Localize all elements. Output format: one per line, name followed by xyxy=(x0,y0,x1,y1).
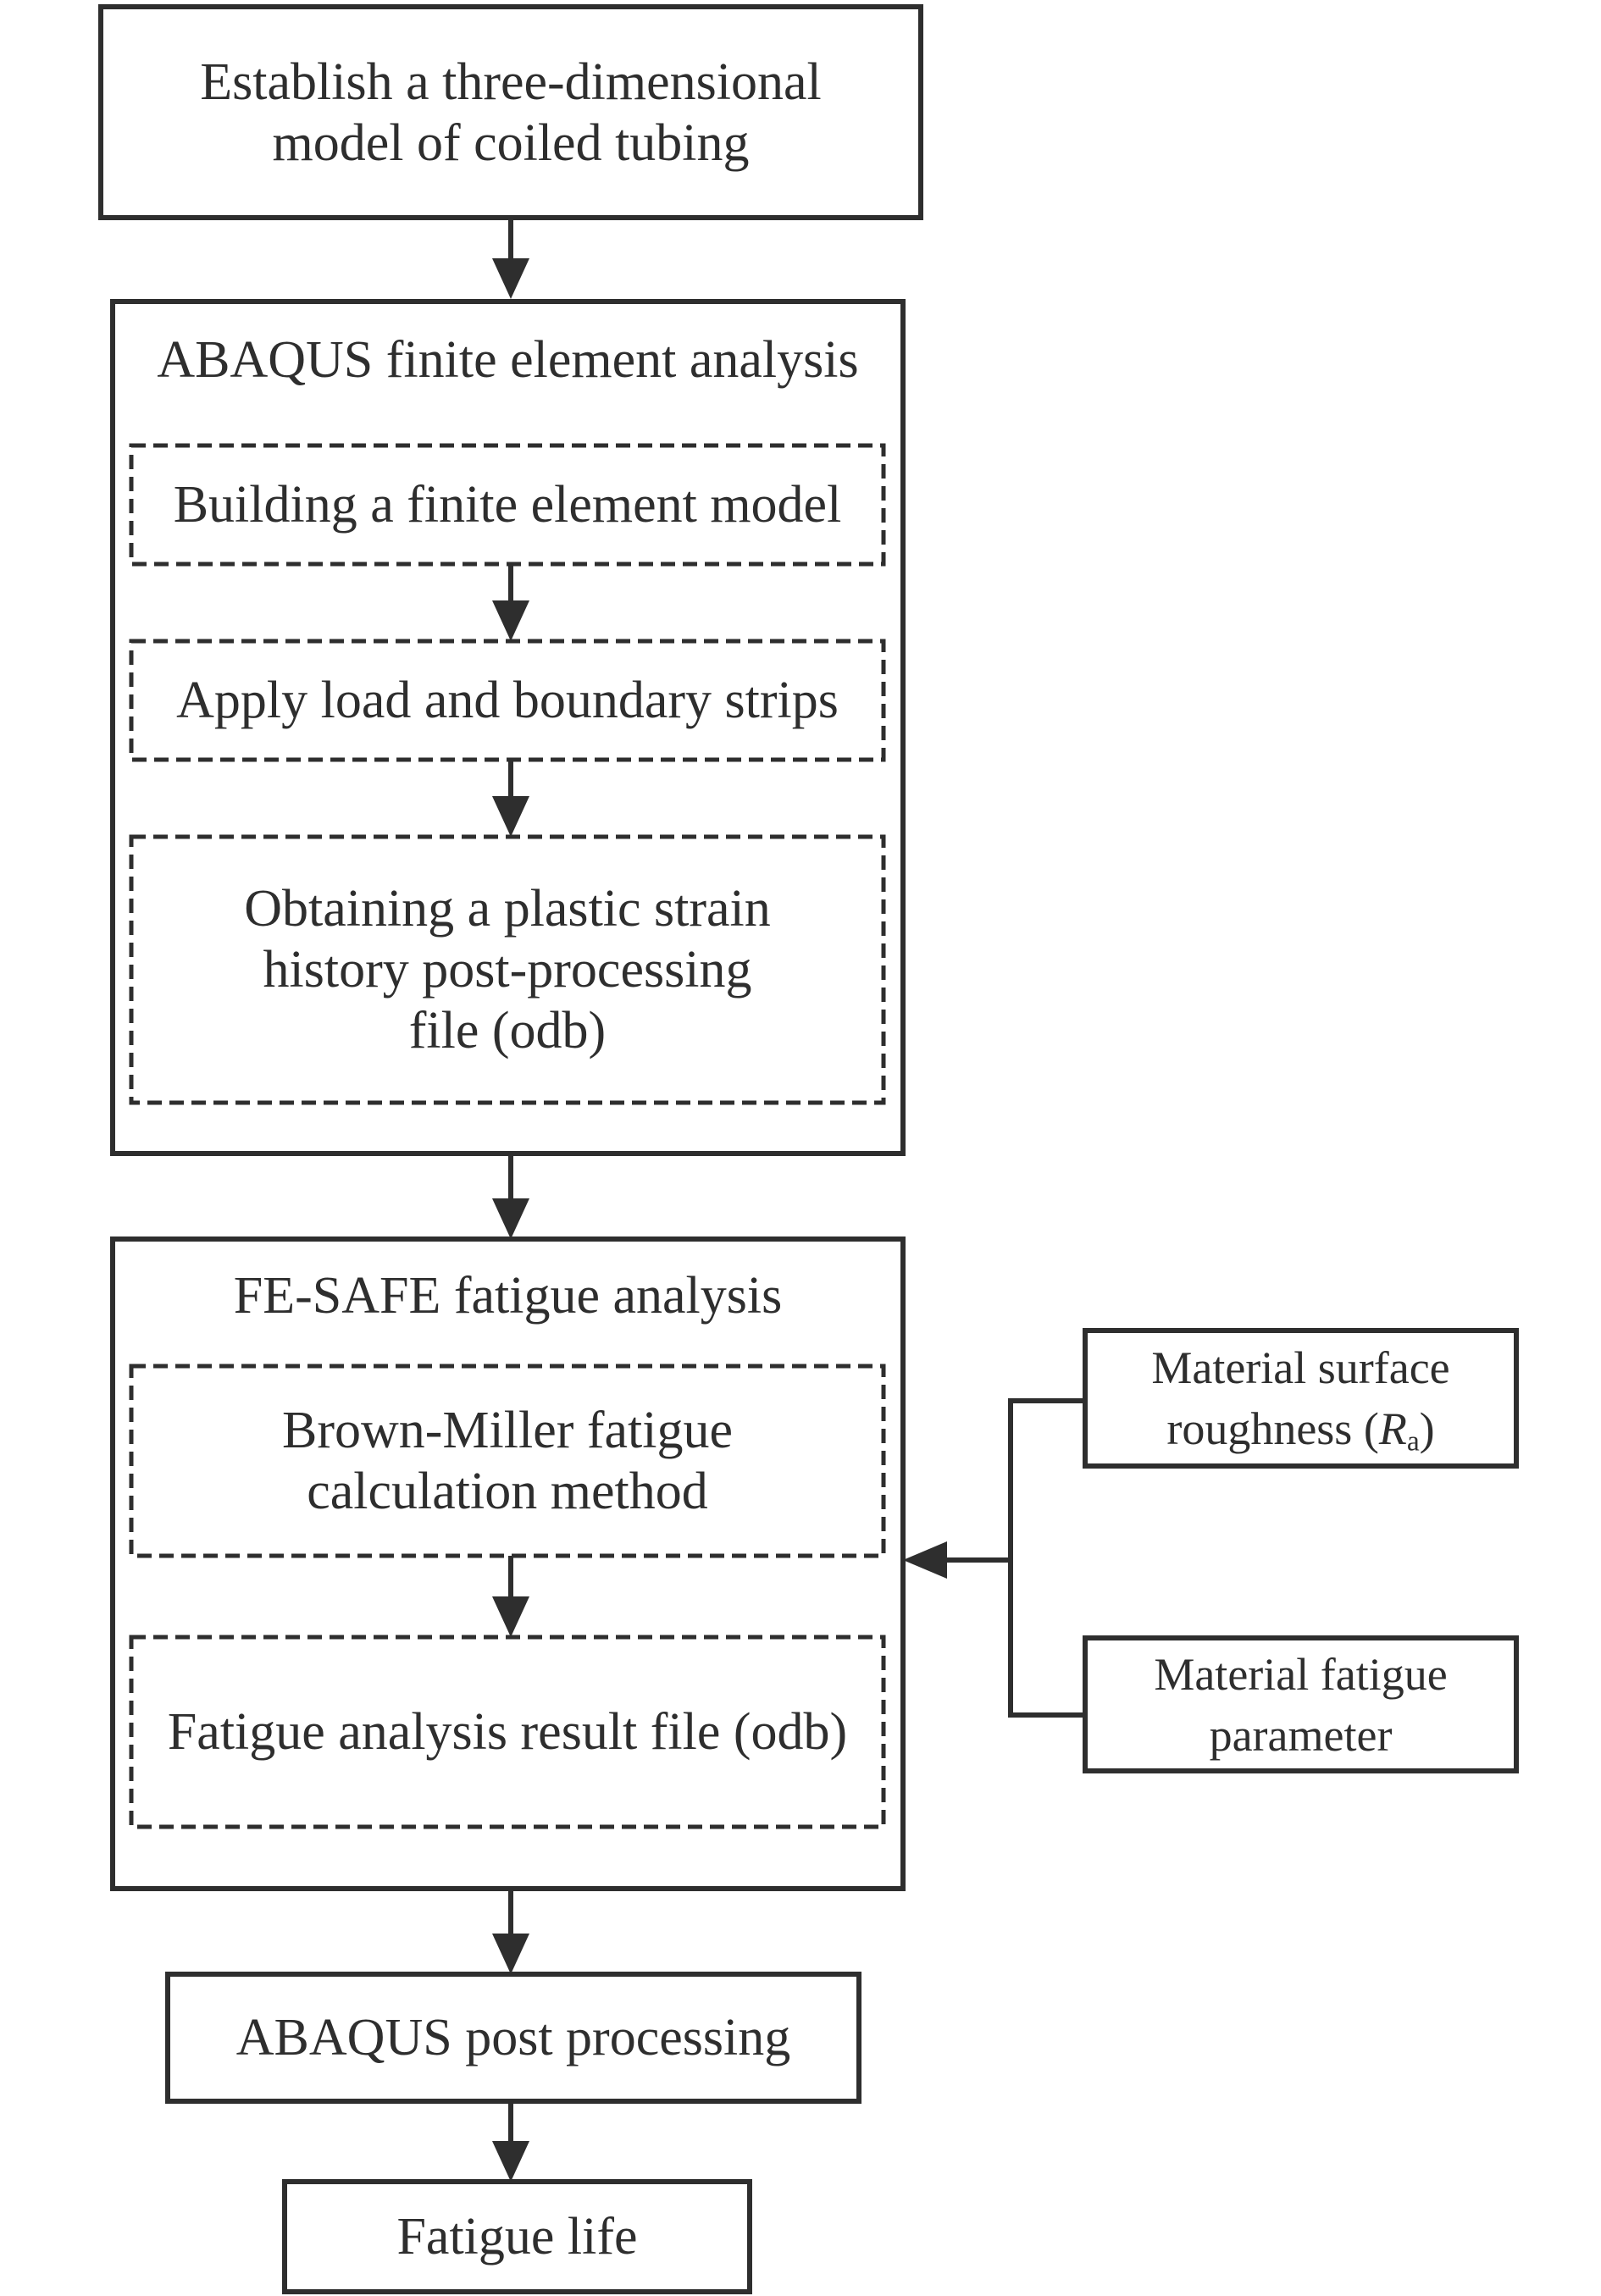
roughness-line2-suffix: ) xyxy=(1419,1403,1435,1454)
fatigue-parameter-line2: parameter xyxy=(1209,1709,1393,1761)
build-model-dashed-border xyxy=(129,443,886,567)
establish-line2: model of coiled tubing xyxy=(272,113,750,172)
node-material-surface-roughness: Material surface roughness (Ra) xyxy=(1085,1331,1516,1466)
strain-file-line1: Obtaining a plastic strain xyxy=(244,880,771,938)
node-plastic-strain-file: Obtaining a plastic strain history post-… xyxy=(131,837,884,1103)
strain-file-line2: history post-processing xyxy=(263,941,752,999)
build-model-text: Building a finite element model xyxy=(173,476,842,534)
result-file-text: Fatigue analysis result file (odb) xyxy=(167,1703,848,1761)
node-fatigue-life: Fatigue life xyxy=(285,2182,750,2292)
node-brown-miller-method: Brown-Miller fatigue calculation method xyxy=(131,1366,884,1556)
fesafe-group-title: FE-SAFE fatigue analysis xyxy=(113,1245,903,1347)
roughness-line1: Material surface xyxy=(1151,1342,1450,1393)
node-build-finite-element-model: Building a finite element model xyxy=(131,445,884,564)
strain-file-dashed-border xyxy=(129,834,886,1105)
roughness-line2: roughness (Ra) xyxy=(1166,1398,1434,1459)
abaqus-group-box-border xyxy=(110,299,906,1156)
node-material-fatigue-parameter: Material fatigue parameter xyxy=(1085,1638,1516,1771)
node-establish-model: Establish a three-dimensional model of c… xyxy=(101,7,921,218)
roughness-subscript: a xyxy=(1406,1425,1420,1458)
roughness-symbol: R xyxy=(1378,1403,1407,1454)
fatigue-life-text: Fatigue life xyxy=(396,2208,638,2266)
brown-miller-line1: Brown-Miller fatigue xyxy=(281,1402,734,1459)
arrow-build-to-load xyxy=(492,564,529,641)
establish-box-border xyxy=(98,4,923,220)
fesafe-group-box-border xyxy=(110,1237,906,1891)
abaqus-title-text: ABAQUS finite element analysis xyxy=(157,331,859,389)
abaqus-group-title: ABAQUS finite element analysis xyxy=(113,309,903,411)
strain-file-line3: file (odb) xyxy=(408,1002,607,1059)
node-abaqus-post-processing: ABAQUS post processing xyxy=(168,1974,859,2101)
node-apply-load-boundary: Apply load and boundary strips xyxy=(131,641,884,760)
arrow-abaqus-to-fesafe xyxy=(492,1154,529,1239)
material-inputs-bracket xyxy=(1008,1398,1085,1718)
establish-line1: Establish a three-dimensional xyxy=(200,53,822,111)
arrow-establish-to-abaqus xyxy=(492,220,529,299)
result-file-dashed-border xyxy=(129,1635,886,1829)
arrow-fesafe-to-post xyxy=(492,1889,529,1974)
fatigue-parameter-box-border xyxy=(1083,1635,1519,1773)
apply-load-dashed-border xyxy=(129,639,886,762)
brown-miller-line2: calculation method xyxy=(307,1463,708,1520)
arrow-materials-to-fesafe xyxy=(903,1541,1011,1579)
roughness-line2-prefix: roughness ( xyxy=(1166,1403,1379,1454)
fatigue-parameter-line1: Material fatigue xyxy=(1154,1648,1448,1700)
arrow-post-to-life xyxy=(492,2101,529,2182)
arrow-load-to-strainfile xyxy=(492,760,529,837)
post-processing-text: ABAQUS post processing xyxy=(235,2009,791,2066)
fesafe-title-text: FE-SAFE fatigue analysis xyxy=(233,1267,783,1325)
fatigue-life-box-border xyxy=(282,2179,752,2294)
brown-miller-dashed-border xyxy=(129,1364,886,1558)
arrow-brownmiller-to-resultfile xyxy=(492,1556,529,1637)
node-fatigue-result-file: Fatigue analysis result file (odb) xyxy=(131,1637,884,1827)
apply-load-text: Apply load and boundary strips xyxy=(176,672,839,729)
